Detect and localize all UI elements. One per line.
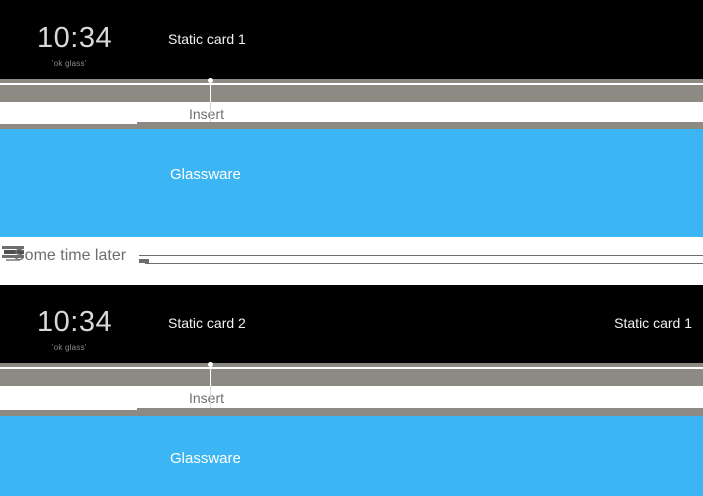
static-card-label-1: Static card 1: [168, 31, 246, 47]
timeline-node-dot-2: [208, 362, 213, 367]
timeline-rail-bottom-2-left: [0, 410, 137, 416]
timeline-rail-seam-2: [0, 367, 703, 369]
some-time-later-tick: [139, 259, 149, 263]
insert-row-2: Insert: [0, 386, 703, 410]
timeline-rail-1: [0, 85, 703, 102]
glassware-label-1: Glassware: [170, 166, 241, 183]
insert-label-1: Insert: [189, 106, 225, 122]
clock-time-1: 10:34: [37, 22, 113, 54]
voice-hint-1: 'ok glass': [52, 59, 87, 68]
glass-card-2: 10:34 'ok glass' Static card 2 Static ca…: [0, 285, 703, 363]
timeline-rail-bottom-1-right: [137, 122, 703, 129]
static-card-label-2a: Static card 2: [168, 315, 246, 331]
some-time-later-rule-top: [139, 255, 703, 256]
glassware-card-1: Glassware: [0, 129, 703, 237]
timeline-rail-top-1: [0, 79, 703, 83]
insert-label-2: Insert: [189, 390, 225, 406]
clock-stack-icon: [2, 245, 28, 263]
timeline-node-dot-1: [208, 78, 213, 83]
timeline-rail-seam-1: [0, 83, 703, 85]
timeline-rail-divider-1: [210, 79, 211, 102]
glassware-label-2: Glassware: [170, 450, 241, 467]
timeline-rail-bottom-2-right: [137, 408, 703, 416]
static-card-label-2b: Static card 1: [614, 315, 692, 331]
some-time-later-row: Some time later: [0, 237, 703, 285]
timeline-rail-top-2: [0, 363, 703, 367]
some-time-later-rule-bottom: [145, 263, 703, 264]
voice-hint-2: 'ok glass': [52, 343, 87, 352]
glass-card-1: 10:34 'ok glass' Static card 1: [0, 0, 703, 79]
clock-time-2: 10:34: [37, 306, 113, 338]
timeline-rail-2: [0, 369, 703, 386]
some-time-later-label: Some time later: [14, 247, 127, 264]
glassware-card-2: Glassware: [0, 416, 703, 496]
insert-divider-2: [210, 386, 211, 410]
timeline-rail-bottom-1-left: [0, 124, 137, 129]
timeline-rail-divider-2: [210, 363, 211, 386]
insert-divider-1: [210, 102, 211, 126]
